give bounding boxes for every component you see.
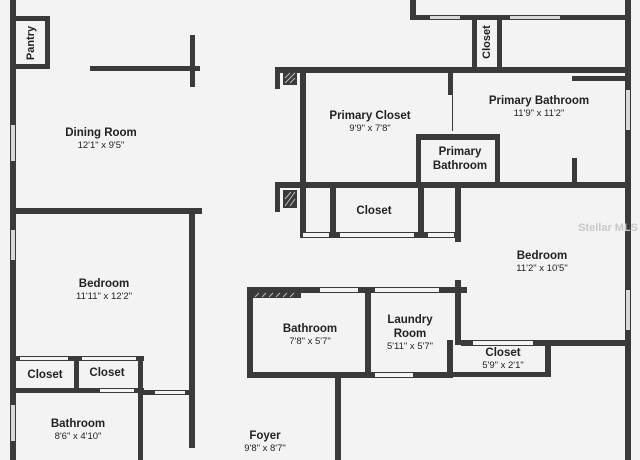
- closet-top-label: Closet: [481, 25, 493, 59]
- room-closet-left1-name: Closet: [27, 369, 63, 381]
- room-primary-bathroom-small-line2: Bathroom: [432, 160, 488, 172]
- room-primary-bathroom: Primary Bathroom 11'9" x 11'2": [489, 94, 589, 120]
- room-primary-bathroom-name: Primary Bathroom: [488, 95, 590, 107]
- room-closet-left1: Closet: [27, 368, 62, 382]
- hatched-columns: [253, 71, 301, 298]
- room-laundry-line1: Laundry: [387, 314, 433, 326]
- room-bedroom-right: Bedroom 11'2" x 10'5": [516, 249, 567, 275]
- room-bedroom-left: Bedroom 11'11" x 12'2": [76, 277, 132, 303]
- room-foyer: Foyer 9'8" x 8'7": [244, 429, 286, 455]
- openings: [20, 95, 533, 394]
- room-primary-bathroom-dim: 11'9" x 11'2": [513, 108, 565, 119]
- room-bathroom-left-dim: 8'6" x 4'10": [54, 431, 102, 442]
- room-dining-dim: 12'1" x 9'5": [77, 140, 125, 151]
- room-laundry: Laundry Room 5'11" x 5'7": [387, 313, 433, 353]
- room-closet-left2: Closet: [89, 366, 124, 380]
- room-bathroom-mid-dim: 7'8" x 5'7": [289, 336, 331, 347]
- room-closet-right-dim: 5'9" x 2'1": [482, 360, 524, 371]
- room-bathroom-left-name: Bathroom: [50, 418, 106, 430]
- room-bedroom-right-name: Bedroom: [516, 250, 568, 262]
- room-foyer-name: Foyer: [249, 430, 281, 442]
- room-closet-right-name: Closet: [485, 347, 521, 359]
- room-laundry-line2: Room: [393, 328, 427, 340]
- room-foyer-dim: 9'8" x 8'7": [244, 443, 286, 454]
- room-bathroom-mid-name: Bathroom: [282, 323, 338, 335]
- room-primary-closet-name: Primary Closet: [329, 110, 411, 122]
- room-closet-mid: Closet: [356, 204, 391, 218]
- room-primary-bathroom-small-line1: Primary: [438, 146, 482, 158]
- windows: [11, 16, 630, 441]
- room-bathroom-left: Bathroom 8'6" x 4'10": [51, 417, 105, 443]
- room-dining: Dining Room 12'1" x 9'5": [65, 126, 137, 152]
- room-dining-name: Dining Room: [65, 127, 137, 139]
- room-bedroom-right-dim: 11'2" x 10'5": [516, 263, 568, 274]
- room-bedroom-left-dim: 11'11" x 12'2": [76, 291, 132, 302]
- room-closet-right: Closet 5'9" x 2'1": [482, 346, 524, 372]
- walls: [10, 0, 631, 460]
- pantry-label: Pantry: [25, 25, 37, 61]
- room-primary-closet: Primary Closet 9'9" x 7'8": [329, 109, 410, 135]
- room-closet-left2-name: Closet: [89, 367, 125, 379]
- room-closet-mid-name: Closet: [356, 205, 392, 217]
- room-laundry-dim: 5'11" x 5'7": [386, 341, 434, 352]
- room-bedroom-left-name: Bedroom: [78, 278, 130, 290]
- room-primary-closet-dim: 9'9" x 7'8": [349, 123, 391, 134]
- room-primary-bathroom-small: Primary Bathroom: [433, 145, 487, 173]
- watermark-text: Stellar MLS: [578, 222, 638, 234]
- room-bathroom-mid: Bathroom 7'8" x 5'7": [283, 322, 337, 348]
